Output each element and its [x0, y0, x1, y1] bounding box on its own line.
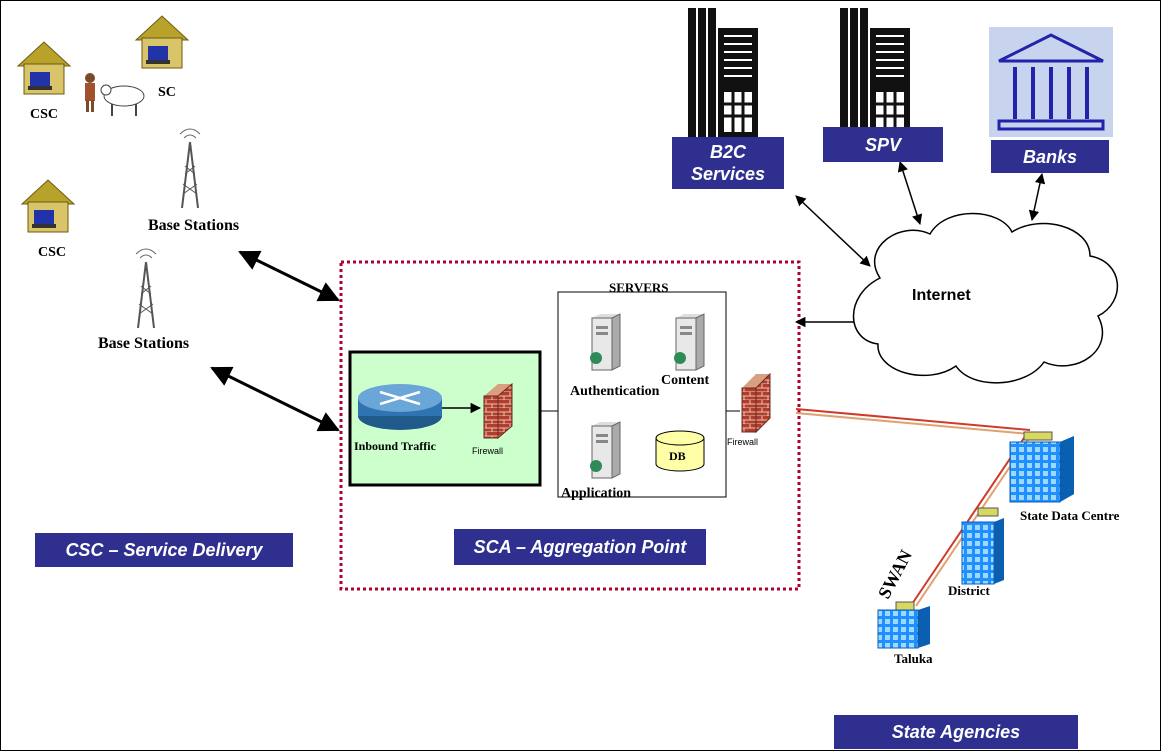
sca-aggregation-point-label: SCA – Aggregation Point: [473, 537, 687, 557]
authentication-label: Authentication: [570, 384, 660, 399]
swan-label: SWAN: [874, 547, 916, 602]
tower-icon: [179, 128, 201, 209]
csc-house-icon: [16, 41, 72, 95]
district-label: District: [948, 583, 991, 598]
sc-house-icon: [134, 15, 190, 69]
farmer-cow-icon: [85, 73, 145, 116]
firewall-label: Firewall: [727, 437, 758, 447]
server-icon: [590, 313, 621, 371]
taluka-building-icon: [877, 601, 930, 649]
firewall-icon: [483, 382, 513, 440]
b2c-services-banner: B2C Services: [672, 137, 784, 189]
csc-label: CSC: [30, 107, 58, 122]
swan-link: [795, 408, 1031, 431]
csc-house-icon: [20, 179, 76, 233]
csc-service-delivery-banner: CSC – Service Delivery: [35, 533, 293, 567]
b2c-services-label: B2C Services: [690, 142, 766, 184]
sca-aggregation-point-banner: SCA – Aggregation Point: [454, 529, 706, 565]
bank-icon: [989, 27, 1113, 137]
server-icon: [674, 313, 705, 371]
link-arrow: [1028, 172, 1046, 222]
internet-label: Internet: [912, 287, 971, 304]
state-agencies-banner: State Agencies: [834, 715, 1078, 749]
swan-link: [911, 431, 1029, 605]
state-data-centre-label: State Data Centre: [1020, 508, 1120, 523]
aggregation-point-boundary: [339, 260, 801, 591]
internet-cloud: [852, 212, 1119, 384]
banks-label: Banks: [1022, 146, 1078, 167]
link-arrow: [897, 161, 923, 225]
servers-title: SERVERS: [609, 280, 669, 295]
spv-banner: SPV: [823, 127, 943, 162]
db-label: DB: [669, 449, 686, 463]
building-icon: [688, 8, 758, 138]
base-stations-label: Base Stations: [98, 335, 189, 352]
router-icon: [358, 384, 442, 430]
sc-label: SC: [158, 85, 176, 100]
application-label: Application: [561, 486, 631, 501]
tower-icon: [135, 248, 157, 329]
link-arrow: [238, 250, 340, 302]
csc-service-delivery-label: CSC – Service Delivery: [65, 540, 263, 560]
building-icon: [840, 8, 910, 138]
swan-link: [795, 412, 1031, 435]
firewall-label: Firewall: [472, 446, 503, 456]
csc-label: CSC: [38, 245, 66, 260]
taluka-label: Taluka: [894, 651, 933, 666]
state-agencies-label: State Agencies: [891, 722, 1021, 742]
base-stations-label: Base Stations: [148, 217, 239, 234]
spv-label: SPV: [864, 134, 902, 155]
link-arrow: [795, 195, 871, 267]
firewall-icon: [741, 372, 771, 434]
database-icon: [655, 430, 705, 472]
state-data-centre-building-icon: [1009, 431, 1074, 503]
link-arrow: [210, 366, 340, 432]
district-building-icon: [961, 507, 1004, 585]
content-label: Content: [661, 373, 710, 388]
inbound-traffic-label: Inbound Traffic: [354, 439, 437, 453]
banks-banner: Banks: [991, 140, 1109, 173]
server-icon: [590, 421, 621, 479]
